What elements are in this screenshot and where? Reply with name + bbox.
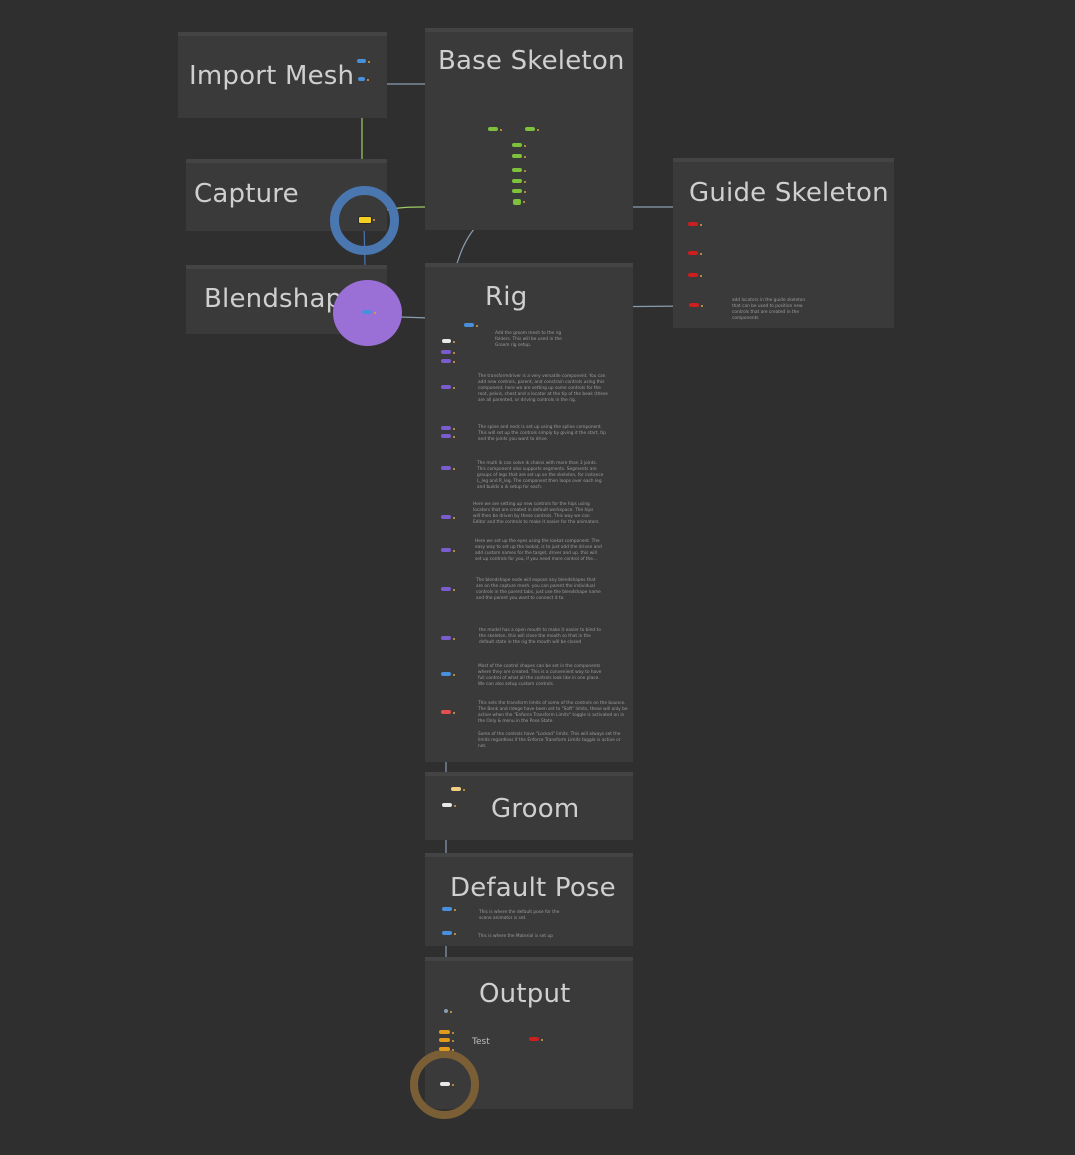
skeleton-root-node-right[interactable] xyxy=(525,127,539,131)
sticky-note: The multi ik can solve ik chains with mo… xyxy=(477,461,604,490)
rig-component-node[interactable] xyxy=(441,548,455,552)
sticky-note: Most of the control shapes can be set in… xyxy=(478,664,602,687)
sticky-note: This is where the default pose for the s… xyxy=(479,910,560,921)
output-dot-node[interactable] xyxy=(444,1009,452,1013)
skeleton-node[interactable] xyxy=(512,143,526,147)
sticky-note: Add the groom mesh to the rig folders. T… xyxy=(495,331,562,348)
rig-control-shapes-node[interactable] xyxy=(441,672,455,676)
rig-component-node[interactable] xyxy=(441,587,455,591)
guide-node[interactable] xyxy=(688,251,702,255)
sticky-note: This sets the transform limits of some o… xyxy=(478,701,628,724)
unpack-node[interactable] xyxy=(358,77,369,81)
sticky-note: add locators in the guide skeleton that … xyxy=(732,298,806,321)
network-box-title: Guide Skeleton xyxy=(689,178,889,208)
rig-component-node[interactable] xyxy=(441,359,455,363)
rig-input-node[interactable] xyxy=(464,323,478,327)
rig-component-node[interactable] xyxy=(441,636,455,640)
network-box-default-pose[interactable]: Default Pose This is where the default p… xyxy=(425,853,633,946)
rig-component-node[interactable] xyxy=(441,515,455,519)
sticky-note: The spine and neck is set up using the s… xyxy=(478,425,606,442)
network-box-import-mesh[interactable]: Import Mesh xyxy=(178,32,387,118)
network-box-title: Capture xyxy=(194,179,299,209)
skeleton-node[interactable] xyxy=(512,189,526,193)
skeleton-node[interactable] xyxy=(512,154,526,158)
guide-node[interactable] xyxy=(688,273,702,277)
skeleton-root-node-left[interactable] xyxy=(488,127,502,131)
output-node[interactable] xyxy=(439,1030,454,1034)
skeleton-node[interactable] xyxy=(512,168,526,172)
blendshapes-node[interactable] xyxy=(362,310,376,314)
output-label: Test xyxy=(472,1037,490,1047)
sticky-note: The blendshape node will expose any blen… xyxy=(476,578,601,601)
sticky-note: This is where the Material is set up xyxy=(478,934,553,939)
guide-node[interactable] xyxy=(688,222,702,226)
file-node[interactable] xyxy=(357,59,370,63)
groom-node[interactable] xyxy=(442,803,456,807)
rig-component-node[interactable] xyxy=(441,434,455,438)
skeleton-node[interactable] xyxy=(512,179,526,183)
sticky-note: The transformdriver is a very versatile … xyxy=(478,374,608,403)
capture-display-ring xyxy=(330,186,399,255)
rig-component-node[interactable] xyxy=(441,426,455,430)
output-node[interactable] xyxy=(439,1047,454,1051)
output-node[interactable] xyxy=(439,1038,454,1042)
guide-node[interactable] xyxy=(689,303,703,307)
network-box-title: Output xyxy=(479,979,571,1009)
network-box-title: Import Mesh xyxy=(189,61,355,91)
rig-limits-node[interactable] xyxy=(441,710,455,714)
sticky-note: Some of the controls have "Locked" limit… xyxy=(478,732,621,749)
rig-merge-node[interactable] xyxy=(442,339,455,343)
capture-node[interactable] xyxy=(358,216,375,224)
final-output-node[interactable] xyxy=(440,1082,454,1086)
network-box-title: Groom xyxy=(491,794,580,824)
sticky-note: Here we are setting up new controls for … xyxy=(473,502,600,525)
groom-input-node[interactable] xyxy=(451,787,465,791)
skeleton-merge-node[interactable] xyxy=(513,199,525,205)
output-display-ring xyxy=(410,1050,479,1119)
network-box-guide-skeleton[interactable]: Guide Skeleton add locators in the guide… xyxy=(673,158,894,328)
material-node[interactable] xyxy=(442,931,456,935)
rig-component-node[interactable] xyxy=(441,350,455,354)
network-box-groom[interactable]: Groom xyxy=(425,772,633,840)
network-box-title: Base Skeleton xyxy=(438,46,625,76)
rig-component-node[interactable] xyxy=(441,385,455,389)
test-node[interactable] xyxy=(529,1037,543,1041)
sticky-note: the model has a open mouth to make it ea… xyxy=(479,628,601,645)
network-box-title: Default Pose xyxy=(450,873,616,903)
default-pose-node[interactable] xyxy=(442,907,456,911)
sticky-note: Here we set up the eyes using the lookat… xyxy=(475,539,602,562)
network-box-base-skeleton[interactable]: Base Skeleton xyxy=(425,28,633,230)
network-box-rig[interactable]: Rig Add the groom mesh to the rig folder… xyxy=(425,263,633,762)
rig-component-node[interactable] xyxy=(441,466,455,470)
network-box-title: Rig xyxy=(485,282,528,312)
